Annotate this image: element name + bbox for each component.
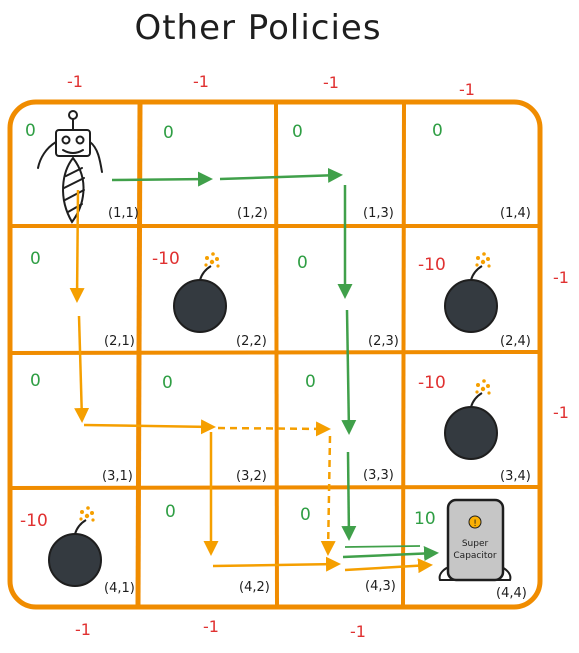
orange-dashed-arrow-1 [217,421,331,437]
coord-4-3: (4,3) [365,579,396,594]
outside-label-bottom-1: -1 [75,620,91,639]
orange-arrow-2 [74,315,90,423]
coord-1-1: (1,1) [108,206,139,221]
orange-policy-path [69,189,433,574]
reward-4-3: 0 [300,505,311,525]
robot-icon [37,110,103,224]
orange-dashed-arrow-2 [320,435,336,556]
green-policy-path [111,167,439,562]
reward-4-2: 0 [165,502,176,522]
green-arrow-1 [111,171,213,187]
coord-2-1: (2,1) [104,334,135,349]
reward-4-1: -10 [20,511,48,531]
grid-vline-3 [401,103,406,606]
grid-hline-3 [11,485,539,490]
coord-3-3: (3,3) [363,468,394,483]
orange-arrow-1 [69,189,85,303]
green-arrow-5 [341,451,357,541]
green-arrow-4 [341,309,357,435]
super-capacitor-icon: ! Super Capacitor [438,498,512,582]
coord-1-2: (1,2) [237,206,268,221]
grid-vline-2 [274,103,279,606]
coord-4-1: (4,1) [104,581,135,596]
bomb-icon-2-4 [444,251,498,333]
capacitor-warning-mark: ! [473,519,477,529]
reward-3-4: -10 [418,373,446,393]
green-arrow-6 [342,546,439,562]
outside-label-right-1: -1 [553,268,569,287]
coord-4-2: (4,2) [239,580,270,595]
outside-label-top-2: -1 [193,72,209,91]
capacitor-label-line2: Capacitor [453,551,497,561]
reward-3-1: 0 [30,371,41,391]
reward-1-2: 0 [163,123,174,143]
reward-1-3: 0 [292,122,303,142]
green-arrow-2 [219,167,343,183]
outside-label-top-1: -1 [67,72,83,91]
capacitor-label-line1: Super [462,539,489,549]
orange-arrow-6 [344,558,433,574]
outside-label-right-2: -1 [553,403,569,422]
coord-1-4: (1,4) [500,206,531,221]
coord-3-4: (3,4) [500,469,531,484]
coord-2-2: (2,2) [236,334,267,349]
reward-2-3: 0 [297,253,308,273]
outside-label-top-3: -1 [323,73,339,92]
coord-2-4: (2,4) [500,334,531,349]
coord-1-3: (1,3) [363,206,394,221]
bomb-icon-3-4 [444,378,498,460]
coord-2-3: (2,3) [368,334,399,349]
green-stroke-extra [344,545,421,548]
grid-hline-2 [11,350,539,355]
reward-4-4: 10 [414,509,436,529]
bomb-icon-4-1 [48,505,102,587]
reward-3-3: 0 [305,372,316,392]
outside-label-bottom-3: -1 [350,622,366,641]
reward-2-4: -10 [418,255,446,275]
coord-3-2: (3,2) [236,469,267,484]
orange-arrow-5 [212,556,341,572]
orange-arrow-3 [83,419,216,435]
diagram-title: Other Policies [134,8,382,48]
bomb-icon-2-2 [173,251,227,333]
reward-3-2: 0 [162,373,173,393]
reward-2-1: 0 [30,249,41,269]
outside-label-top-4: -1 [459,80,475,99]
grid-border [7,99,543,610]
reward-2-2: -10 [152,249,180,269]
reward-1-1: 0 [25,121,36,141]
reward-1-4: 0 [432,121,443,141]
coord-4-4: (4,4) [496,586,527,601]
coord-3-1: (3,1) [102,469,133,484]
outside-label-bottom-2: -1 [203,617,219,636]
